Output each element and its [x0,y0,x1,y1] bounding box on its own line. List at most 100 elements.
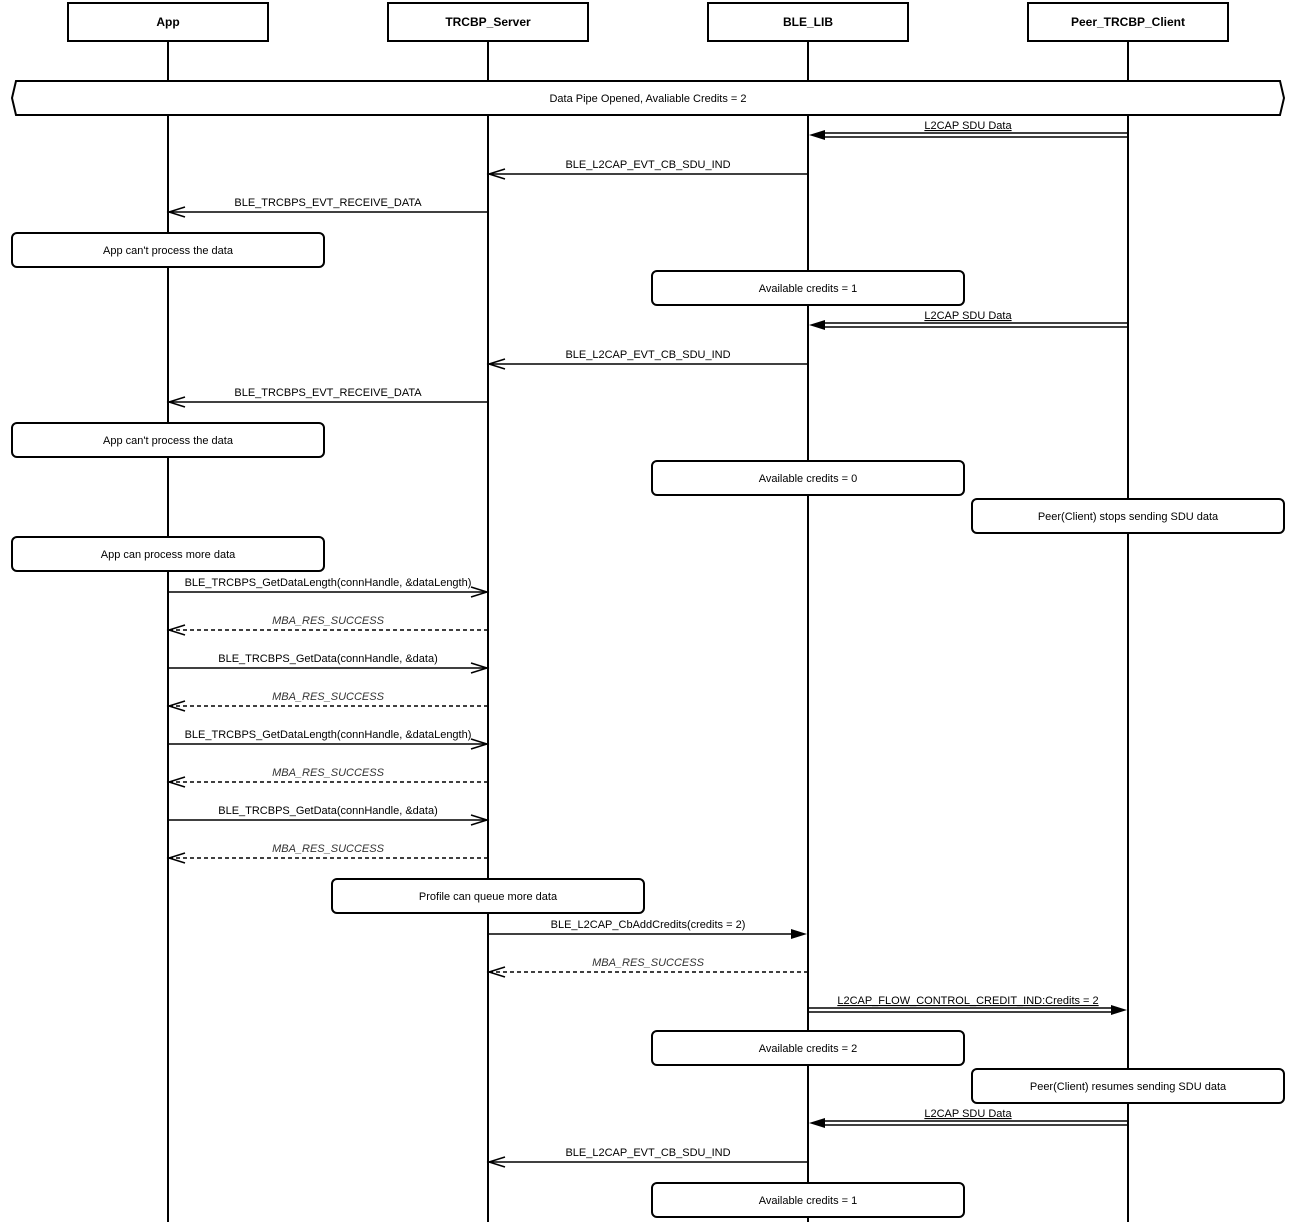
message-open: BLE_TRCBPS_GetDataLength(connHandle, &da… [168,577,490,598]
message-dashed: MBA_RES_SUCCESS [166,691,488,712]
arrowhead-open-icon [470,586,490,598]
message-double: L2CAP SDU Data [809,120,1128,140]
message-label: MBA_RES_SUCCESS [272,843,385,855]
arrowhead-open-icon [166,776,186,788]
message-label: BLE_TRCBPS_EVT_RECEIVE_DATA [234,387,422,399]
message-double: L2CAP_FLOW_CONTROL_CREDIT_IND:Credits = … [808,995,1127,1015]
note-label: Profile can queue more data [419,891,558,903]
note-label: Available credits = 0 [759,473,858,485]
message-label: BLE_TRCBPS_GetData(connHandle, &data) [218,653,438,665]
message-label: BLE_TRCBPS_EVT_RECEIVE_DATA [234,197,422,209]
note: App can process more data [11,536,325,572]
participant-box [387,2,589,42]
note-box [651,460,965,496]
message-double: L2CAP SDU Data [809,1108,1128,1128]
message-open: BLE_L2CAP_EVT_CB_SDU_IND [486,349,808,370]
message-dashed: MBA_RES_SUCCESS [486,957,808,978]
note-box [651,270,965,306]
message-label: L2CAP SDU Data [924,120,1012,132]
message-dashed: MBA_RES_SUCCESS [166,767,488,788]
arrowhead-open-icon [470,814,490,826]
note-label: App can't process the data [103,435,234,447]
message-label: BLE_L2CAP_EVT_CB_SDU_IND [565,1147,730,1159]
note: Available credits = 1 [651,1182,965,1218]
message-dashed: MBA_RES_SUCCESS [166,615,488,636]
note-label: Available credits = 2 [759,1043,858,1055]
message-label: BLE_L2CAP_CbAddCredits(credits = 2) [551,919,746,931]
arrowhead-filled-icon [809,1118,825,1128]
arrowhead-open-icon [166,396,186,408]
arrowhead-open-icon [486,966,506,978]
note-label: Peer(Client) stops sending SDU data [1038,511,1219,523]
note-label: Peer(Client) resumes sending SDU data [1030,1081,1227,1093]
participant-box [67,2,269,42]
note: Available credits = 0 [651,460,965,496]
note-label: App can process more data [101,549,236,561]
arrowhead-open-icon [166,624,186,636]
note-box [11,536,325,572]
message-label: BLE_L2CAP_EVT_CB_SDU_IND [565,349,730,361]
message-label: MBA_RES_SUCCESS [592,957,705,969]
arrowhead-open-icon [486,358,506,370]
message-open: BLE_L2CAP_EVT_CB_SDU_IND [486,1147,808,1168]
message-open: BLE_TRCBPS_GetDataLength(connHandle, &da… [168,729,490,750]
note: App can't process the data [11,422,325,458]
message-label: MBA_RES_SUCCESS [272,615,385,627]
message-open: BLE_L2CAP_EVT_CB_SDU_IND [486,159,808,180]
note-box [11,232,325,268]
note-box [651,1030,965,1066]
arrowhead-open-icon [166,852,186,864]
note-label: App can't process the data [103,245,234,257]
note-box [971,498,1285,534]
message-label: BLE_TRCBPS_GetDataLength(connHandle, &da… [185,729,472,741]
note-box [971,1068,1285,1104]
message-label: MBA_RES_SUCCESS [272,691,385,703]
note-box [651,1182,965,1218]
note-box [11,422,325,458]
arrowhead-open-icon [166,206,186,218]
message-open: BLE_TRCBPS_EVT_RECEIVE_DATA [166,197,488,218]
participant-label: TRCBP_Server [445,15,531,29]
arrowhead-filled-icon [809,320,825,330]
message-label: BLE_TRCBPS_GetData(connHandle, &data) [218,805,438,817]
message-label: L2CAP SDU Data [924,1108,1012,1120]
arrowhead-open-icon [470,662,490,674]
participant-trcbp-server: TRCBP_Server [387,2,589,42]
message-double: L2CAP SDU Data [809,310,1128,330]
note: Available credits = 2 [651,1030,965,1066]
participant-app: App [67,2,269,42]
message-label: L2CAP_FLOW_CONTROL_CREDIT_IND:Credits = … [837,995,1098,1007]
participant-ble-lib: BLE_LIB [707,2,909,42]
note: Available credits = 1 [651,270,965,306]
banner-label: Data Pipe Opened, Avaliable Credits = 2 [549,93,746,105]
banner: Data Pipe Opened, Avaliable Credits = 2 [10,80,1286,116]
banner-shape [10,80,1286,116]
message-dashed: MBA_RES_SUCCESS [166,843,488,864]
participant-box [1027,2,1229,42]
message-open: BLE_TRCBPS_GetData(connHandle, &data) [168,805,490,826]
arrowhead-open-icon [470,738,490,750]
participant-label: Peer_TRCBP_Client [1071,15,1185,29]
arrowhead-filled-icon [1111,1005,1127,1015]
arrowhead-open-icon [486,168,506,180]
message-label: L2CAP SDU Data [924,310,1012,322]
message-open: BLE_TRCBPS_EVT_RECEIVE_DATA [166,387,488,408]
note-label: Available credits = 1 [759,1195,858,1207]
participant-label: App [156,15,179,29]
participant-box [707,2,909,42]
note: Profile can queue more data [331,878,645,914]
participant-label: BLE_LIB [783,15,833,29]
note: Peer(Client) resumes sending SDU data [971,1068,1285,1104]
arrowhead-filled-icon [809,130,825,140]
arrowhead-open-icon [486,1156,506,1168]
note-box [331,878,645,914]
message-filled: BLE_L2CAP_CbAddCredits(credits = 2) [488,919,807,939]
note: App can't process the data [11,232,325,268]
arrowhead-filled-icon [791,929,807,939]
message-label: BLE_L2CAP_EVT_CB_SDU_IND [565,159,730,171]
message-label: MBA_RES_SUCCESS [272,767,385,779]
note-label: Available credits = 1 [759,283,858,295]
participant-peer-trcbp-client: Peer_TRCBP_Client [1027,2,1229,42]
message-label: BLE_TRCBPS_GetDataLength(connHandle, &da… [185,577,472,589]
